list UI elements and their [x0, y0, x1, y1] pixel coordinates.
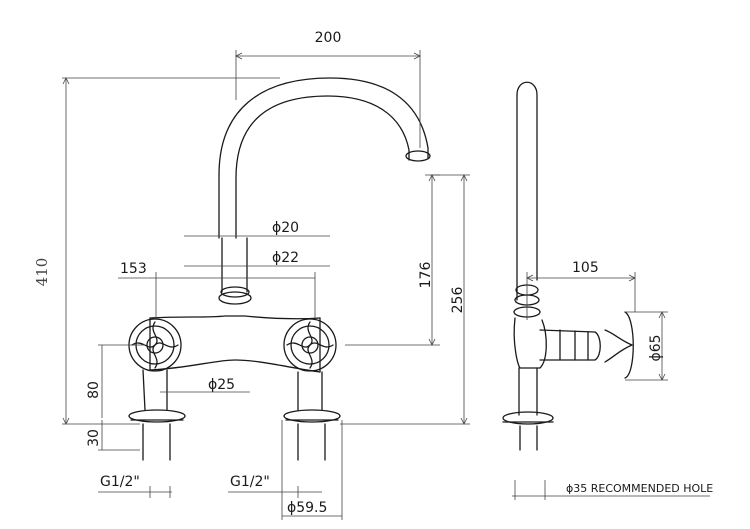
dim-30-label: 30: [86, 429, 102, 447]
side-view: 105 ϕ65 ϕ35 RECOMMENDED HOLE: [502, 81, 713, 500]
dim-256-lines: [340, 174, 470, 425]
dim-phi20-label: ϕ20: [272, 220, 299, 236]
recommended-hole-label: ϕ35 RECOMMENDED HOLE: [566, 482, 713, 495]
side-handle-spokes: [604, 329, 633, 363]
thread-left-label: G1/2": [100, 474, 140, 490]
dim-105-arrows: [526, 274, 636, 282]
spout-outlet: [405, 150, 431, 162]
side-leg: [518, 367, 538, 416]
dim-410-label: 410: [33, 258, 51, 287]
dim-200-arrows: [235, 52, 421, 60]
side-spout: [516, 81, 538, 281]
spout-collar: [218, 291, 252, 305]
dim-phi65-arrows: [658, 311, 666, 381]
thread-right-line: [228, 486, 322, 498]
dim-105-label: 105: [572, 260, 599, 276]
side-thread: [519, 425, 538, 451]
dim-200-label: 200: [315, 30, 342, 46]
dim-phi595-label: ϕ59.5: [287, 500, 327, 516]
dim-phi65-lines: [625, 311, 668, 381]
dim-80-label: 80: [86, 381, 102, 399]
dim-153-label: 153: [120, 261, 147, 277]
side-escutcheon: [502, 411, 554, 425]
body-bridge-lower: [149, 359, 321, 373]
dim-phi595-lines: [281, 420, 343, 520]
dim-phi25-label: ϕ25: [208, 377, 235, 393]
left-leg: [142, 369, 168, 411]
dim-256-label: 256: [450, 287, 466, 314]
dim-153-lines: [118, 272, 316, 320]
dim-30-lines: [98, 420, 140, 451]
left-escutcheon: [128, 409, 186, 423]
side-handle-arm: [539, 329, 601, 361]
spout-collar-top: [220, 286, 250, 298]
right-handle: [283, 318, 337, 372]
recommended-hole-lines: [512, 480, 710, 500]
right-thread: [297, 423, 326, 461]
dim-80-lines: [98, 344, 145, 418]
right-escutcheon: [283, 409, 341, 423]
dim-105-lines: [526, 272, 636, 320]
dim-phi65-label: ϕ65: [648, 334, 664, 361]
dim-176-lines: [345, 174, 440, 346]
spout-outer: [218, 77, 429, 239]
dim-410-lines: [62, 77, 280, 425]
dim-176-label: 176: [418, 262, 434, 289]
right-leg: [297, 371, 323, 411]
thread-left-line: [98, 486, 172, 498]
dim-256-arrows: [460, 174, 468, 425]
side-handle-wheel: [624, 311, 634, 379]
front-view: 410 200 ϕ20 ϕ22 153 176 256 ϕ25 80 30: [33, 30, 470, 520]
dim-200-lines: [235, 50, 421, 148]
side-body: [513, 317, 547, 369]
spout-lower-tube: [221, 237, 248, 293]
body-ends: [149, 317, 321, 373]
side-arm-rings: [559, 329, 589, 361]
spout-inner: [235, 95, 410, 239]
left-thread: [142, 423, 171, 461]
dim-phi22-label: ϕ22: [272, 250, 299, 266]
thread-right-label: G1/2": [230, 474, 270, 490]
body-bridge: [149, 315, 321, 320]
dim-410-arrows: [62, 77, 70, 425]
